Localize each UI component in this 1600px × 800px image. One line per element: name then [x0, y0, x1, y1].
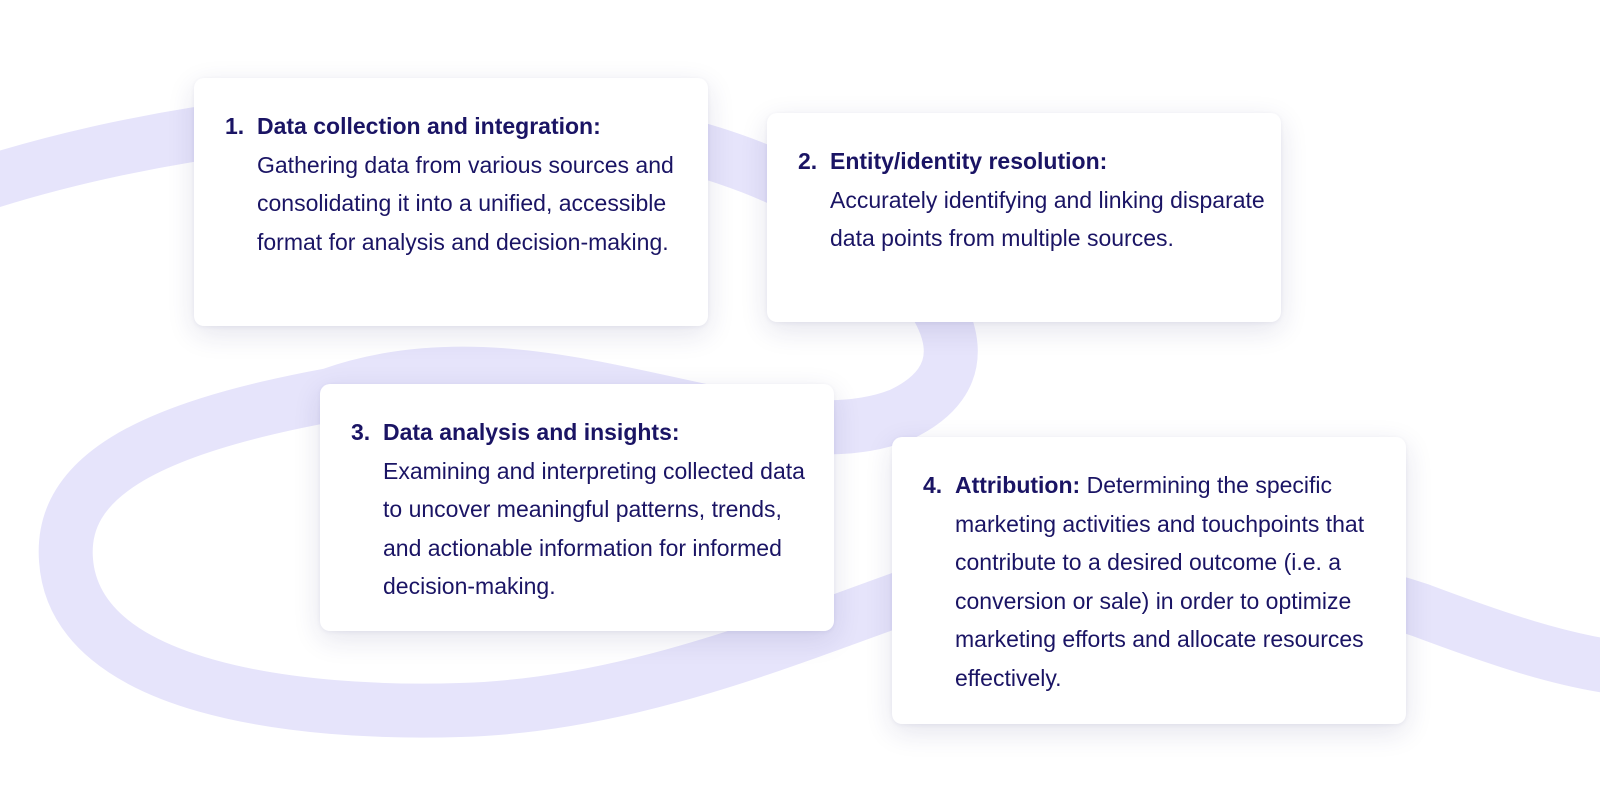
step-card-2: 2. Entity/identity resolution: Accuratel…: [767, 113, 1281, 322]
step-card-1: 1. Data collection and integration: Gath…: [194, 78, 708, 326]
step-heading: Attribution:: [955, 472, 1081, 498]
step-number: 3.: [351, 419, 371, 445]
step-description: Determining the specific marketing activ…: [955, 472, 1365, 691]
step-number: 2.: [798, 148, 818, 174]
step-number: 4.: [923, 472, 943, 498]
step-heading: Data analysis and insights:: [383, 419, 680, 445]
step-description: Gathering data from various sources and …: [257, 151, 674, 255]
step-heading: Entity/identity resolution:: [830, 148, 1108, 174]
step-item-4: 4. Attribution: Determining the specific…: [923, 466, 1395, 697]
step-description: Accurately identifying and linking dispa…: [830, 186, 1265, 252]
step-card-4: 4. Attribution: Determining the specific…: [892, 437, 1406, 724]
step-item-1: 1. Data collection and integration: Gath…: [225, 107, 697, 261]
step-description: Examining and interpreting collected dat…: [383, 457, 805, 600]
step-number: 1.: [225, 113, 245, 139]
step-card-3: 3. Data analysis and insights: Examining…: [320, 384, 834, 631]
step-item-2: 2. Entity/identity resolution: Accuratel…: [798, 142, 1270, 258]
step-heading: Data collection and integration:: [257, 113, 601, 139]
step-item-3: 3. Data analysis and insights: Examining…: [351, 413, 823, 606]
